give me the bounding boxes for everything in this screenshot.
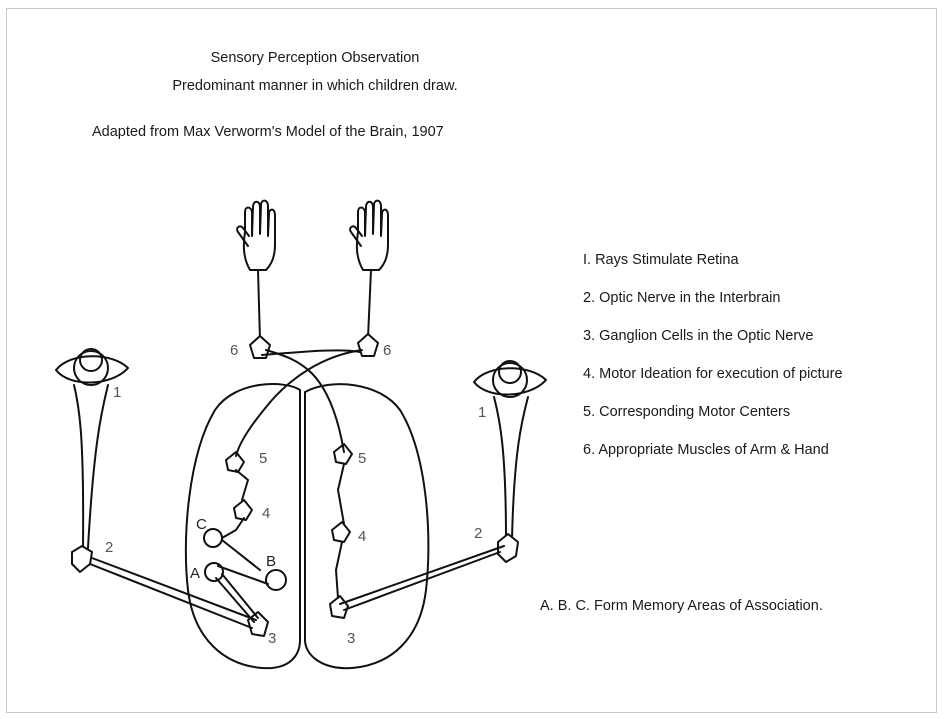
- left-hand-icon: [237, 201, 275, 270]
- label-2-left: 2: [105, 539, 113, 556]
- left-optic-nerve: [90, 558, 256, 628]
- left-arm-nerve: [258, 270, 260, 340]
- label-4-right: 4: [358, 528, 366, 545]
- node-5-left: [226, 452, 244, 472]
- label-c: C: [196, 516, 207, 533]
- label-3-right: 3: [347, 630, 355, 647]
- label-5-left: 5: [259, 450, 267, 467]
- node-3-right: [330, 596, 348, 618]
- label-3-left: 3: [268, 630, 276, 647]
- memory-area-b: [266, 570, 286, 590]
- label-a: A: [190, 565, 200, 582]
- left-eye-icon: [56, 349, 128, 548]
- right-hemisphere: [305, 384, 428, 668]
- label-6-right: 6: [383, 342, 391, 359]
- memory-area-a: [205, 563, 223, 581]
- label-b: B: [266, 553, 276, 570]
- right-optic-nerve: [340, 546, 504, 610]
- right-arm-nerve: [368, 270, 371, 338]
- node-6-right: [358, 334, 378, 356]
- right-hand-icon: [350, 201, 388, 270]
- node-4-right: [332, 522, 350, 542]
- label-1-right: 1: [478, 404, 486, 421]
- right-eye-icon: [474, 361, 546, 540]
- node-4-left: [234, 500, 252, 520]
- node-3-left: [248, 612, 268, 636]
- label-1-left: 1: [113, 384, 121, 401]
- node-2-left: [72, 546, 92, 572]
- label-6-left: 6: [230, 342, 238, 359]
- label-2-right: 2: [474, 525, 482, 542]
- label-5-right: 5: [358, 450, 366, 467]
- label-4-left: 4: [262, 505, 270, 522]
